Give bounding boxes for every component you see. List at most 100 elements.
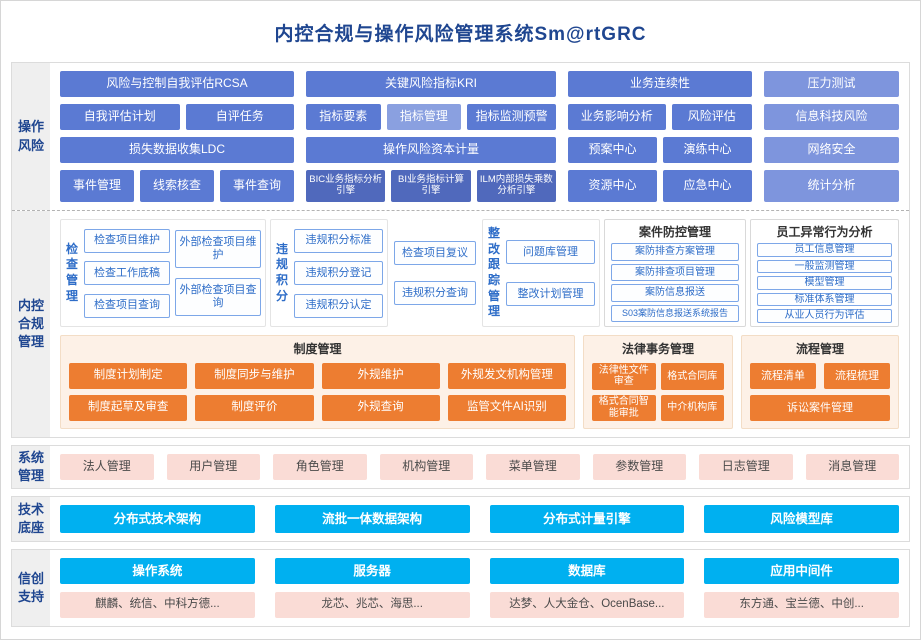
vendors-operating-system: 麒麟、统信、中科方德... [60,592,255,618]
module-message-management: 消息管理 [805,454,899,480]
category-database: 数据库 [489,558,685,584]
module-log-management: 日志管理 [699,454,793,480]
rectification-group: 整改跟踪管理 问题库管理 整改计划管理 [482,219,600,327]
employee-behavior-title: 员工异常行为分析 [776,225,873,239]
module-risk-assessment: 风险评估 [671,104,752,130]
process-management-box: 流程管理 流程清单 流程梳理 诉讼案件管理 [741,335,899,429]
module-inspection-project-maintain: 检查项目维护 [84,228,170,253]
compliance-content: 检查管理 检查项目维护 检查工作底稿 检查项目查询 外部检查项目维护 外部检查项… [50,211,909,437]
module-ldc: 损失数据收集LDC [60,137,294,163]
module-plan-center: 预案中心 [568,137,657,163]
inspection-group: 检查管理 检查项目维护 检查工作底稿 检查项目查询 外部检查项目维护 外部检查项… [60,219,266,327]
compliance-section: 内控合规管理 检查管理 检查项目维护 检查工作底稿 检查项目查询 外部检查项目维… [12,210,909,437]
module-rectification-plan: 整改计划管理 [506,282,595,306]
module-external-inspection-maintain: 外部检查项目维护 [175,230,261,268]
module-policy-plan: 制度计划制定 [69,363,188,389]
module-stress-test: 压力测试 [764,71,899,97]
policy-management-box: 制度管理 制度计划制定 制度同步与维护 外规维护 外规发文机构管理 制度起草及审… [60,335,575,429]
module-user-management: 用户管理 [166,454,260,480]
module-kri-monitor-warning: 指标监测预警 [467,104,556,130]
module-business-continuity: 业务连续性 [568,71,752,97]
module-kri: 关键风险指标KRI [306,71,556,97]
module-emergency-center: 应急中心 [663,170,752,202]
case-prevention-box: 案件防控管理 案防排查方案管理 案防排查项目管理 案防信息报送 S03案防信息报… [604,219,746,327]
review-query-column: 检查项目复议 违规积分查询 [392,219,478,327]
module-policy-draft-review: 制度起草及审查 [69,395,188,421]
module-inspection-review: 检查项目复议 [394,241,476,265]
module-violation-score-query: 违规积分查询 [394,281,476,305]
module-cyber-security: 网络安全 [764,137,899,163]
module-resource-center: 资源中心 [568,170,657,202]
module-external-reg-issuer: 外规发文机构管理 [447,363,566,389]
module-bic-engine: BIC业务指标分析引擎 [306,170,386,202]
module-statistics: 统计分析 [764,170,899,202]
vendors-app-middleware: 东方通、宝兰德、中创... [704,592,899,618]
module-self-assessment-plan: 自我评估计划 [60,104,180,130]
legal-affairs-box: 法律事务管理 法律性文件审查 格式合同库 格式合同智能审批 中介机构库 [583,335,733,429]
module-self-assessment-task: 自评任务 [185,104,294,130]
category-app-middleware: 应用中间件 [704,558,899,584]
process-management-title: 流程管理 [795,342,844,356]
module-process-list: 流程清单 [750,363,816,389]
module-s03-case-report: S03案防信息报送系统报告 [611,304,739,322]
module-process-sorting: 流程梳理 [824,363,890,389]
module-risk-model-library: 风险模型库 [704,505,899,533]
module-event-query: 事件查询 [220,170,294,202]
xinchuang-support-section: 信创支持 操作系统 服务器 数据库 应用中间件 麒麟、统信、中科方德... 龙芯… [11,549,910,627]
case-prevention-title: 案件防控管理 [638,225,711,239]
system-management-side-label: 系统管理 [12,446,50,488]
module-standard-system: 标准体系管理 [757,292,892,306]
vendors-server: 龙芯、兆芯、海思... [274,592,470,618]
module-general-monitoring: 一般监测管理 [757,259,892,273]
opr-row-3: 损失数据收集LDC 操作风险资本计量 预案中心 演练中心 网络安全 [60,137,899,163]
module-contract-smart-approval: 格式合同智能审批 [592,394,656,421]
module-drill-center: 演练中心 [663,137,752,163]
module-distributed-architecture: 分布式技术架构 [60,505,255,533]
module-rcsa: 风险与控制自我评估RCSA [60,71,294,97]
module-contract-template-library: 格式合同库 [660,363,724,390]
module-model-management: 模型管理 [757,276,892,290]
module-regdoc-ai-recognition: 监管文件AI识别 [447,395,566,421]
module-external-reg-query: 外规查询 [321,395,440,421]
page-title: 内控合规与操作风险管理系统Sm@rtGRC [274,24,647,45]
module-violation-score-standard: 违规积分标准 [294,228,383,253]
module-clue-check: 线索核查 [140,170,214,202]
violation-group-label: 违规积分 [275,241,288,303]
module-event-management: 事件管理 [60,170,134,202]
operational-risk-content: 风险与控制自我评估RCSA 关键风险指标KRI 业务连续性 压力测试 自我评估计… [50,63,909,210]
module-bi-engine: BI业务指标计算引擎 [391,170,471,202]
xinchuang-content: 操作系统 服务器 数据库 应用中间件 麒麟、统信、中科方德... 龙芯、兆芯、海… [50,550,909,626]
module-policy-sync-maintain: 制度同步与维护 [195,363,314,389]
operational-risk-side-label: 操作风险 [12,63,50,210]
module-param-management: 参数管理 [592,454,686,480]
legal-affairs-title: 法律事务管理 [621,342,694,356]
module-kri-management: 指标管理 [386,104,462,130]
violation-score-group: 违规积分 违规积分标准 违规积分登记 违规积分认定 [270,219,388,327]
module-external-inspection-query: 外部检查项目查询 [175,278,261,316]
module-legal-doc-review: 法律性文件审查 [592,363,656,390]
tech-foundation-side-label: 技术底座 [12,497,50,541]
module-practitioner-behavior-eval: 从业人员行为评估 [757,309,892,323]
module-violation-score-confirm: 违规积分认定 [294,293,383,318]
module-policy-evaluation: 制度评价 [195,395,314,421]
opr-row-1: 风险与控制自我评估RCSA 关键风险指标KRI 业务连续性 压力测试 [60,71,899,97]
module-role-management: 角色管理 [273,454,367,480]
module-legal-entity-management: 法人管理 [60,454,154,480]
compliance-side-label: 内控合规管理 [12,211,50,437]
policy-management-title: 制度管理 [293,342,342,356]
module-case-screening-project: 案防排查项目管理 [611,263,739,281]
compliance-bottom-row: 制度管理 制度计划制定 制度同步与维护 外规维护 外规发文机构管理 制度起草及审… [60,335,899,429]
risk-compliance-panel: 操作风险 风险与控制自我评估RCSA 关键风险指标KRI 业务连续性 压力测试 … [11,62,910,438]
module-case-screening-plan: 案防排查方案管理 [611,243,739,261]
vendors-database: 达梦、人大金仓、OcenBase... [489,592,685,618]
module-stream-batch-data-architecture: 流批一体数据架构 [274,505,470,533]
module-intermediary-library: 中介机构库 [660,394,724,421]
module-issue-library: 问题库管理 [506,240,595,264]
category-operating-system: 操作系统 [60,558,255,584]
module-inspection-project-query: 检查项目查询 [84,293,170,318]
xinchuang-side-label: 信创支持 [12,550,50,626]
system-management-section: 系统管理 法人管理 用户管理 角色管理 机构管理 菜单管理 参数管理 日志管理 … [11,445,910,489]
category-server: 服务器 [274,558,470,584]
module-business-impact-analysis: 业务影响分析 [568,104,666,130]
